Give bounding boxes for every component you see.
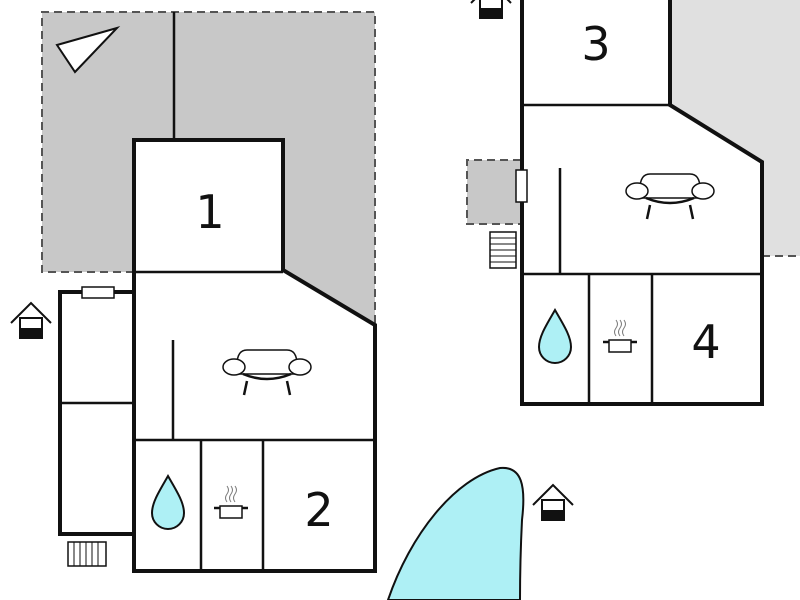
cooking-pot-icon	[214, 485, 248, 519]
terrace-small	[467, 160, 521, 224]
swimming-pool	[386, 466, 525, 600]
room-label-3: 3	[581, 17, 610, 71]
entrance-house-icon	[10, 301, 52, 339]
water-drop-icon	[537, 307, 573, 364]
north-arrow-icon	[55, 26, 121, 74]
window-icon	[515, 169, 528, 203]
side-annex	[58, 290, 138, 536]
sofa-icon	[625, 173, 715, 220]
building-right-walls	[520, 0, 764, 406]
entrance-house-icon	[532, 483, 574, 521]
water-drop-icon	[150, 473, 186, 530]
entrance-house-icon	[470, 0, 512, 19]
terrace-left-outline	[41, 11, 376, 325]
terrace-right	[670, 0, 800, 256]
window-icon	[81, 286, 115, 299]
sofa-icon	[222, 349, 312, 396]
building-right	[515, 0, 764, 406]
cooking-pot-icon	[603, 319, 637, 353]
room-label-2: 2	[304, 483, 333, 537]
terrace-left	[42, 12, 375, 325]
radiator-icon	[489, 231, 517, 269]
room-label-4: 4	[691, 315, 720, 369]
radiator-icon	[67, 541, 107, 567]
terrace-small-outline	[466, 159, 521, 225]
room-label-1: 1	[195, 185, 224, 239]
